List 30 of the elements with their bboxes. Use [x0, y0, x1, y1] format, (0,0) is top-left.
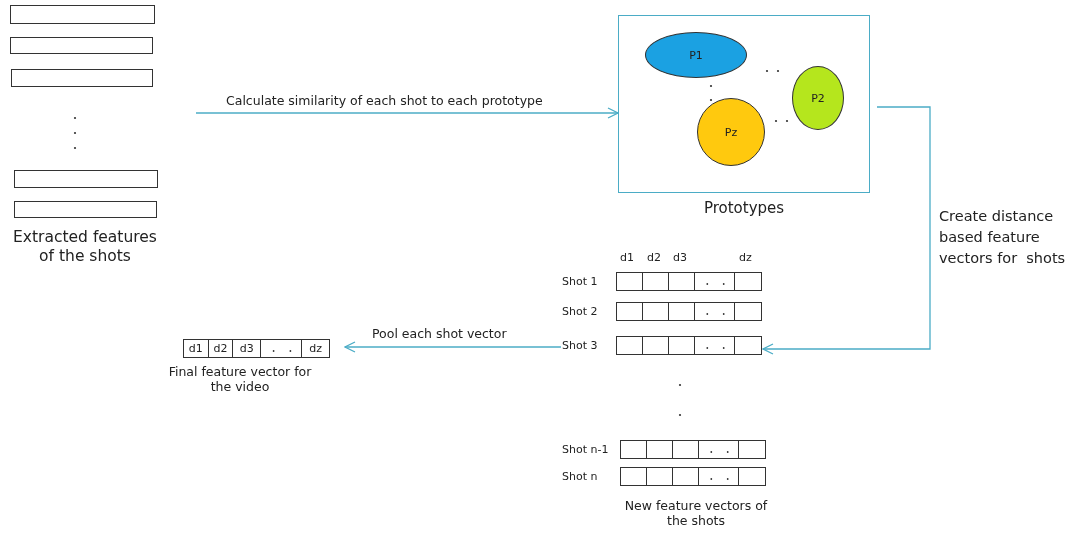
column-header: dz: [739, 251, 752, 264]
feature-box: [10, 5, 155, 24]
prototype-ellipse: Pz: [697, 98, 765, 166]
edge-label: Calculate similarity of each shot to each prototype: [224, 93, 545, 108]
vector-cell: d3: [233, 340, 261, 357]
column-header: d3: [673, 251, 687, 264]
row-label: Shot 2: [562, 305, 598, 318]
feature-box: [14, 170, 158, 188]
row-label: Shot n-1: [562, 443, 609, 456]
feature-box: [14, 201, 157, 218]
vector-cell: d2: [208, 340, 234, 357]
prototype-ellipse: P1: [645, 32, 747, 78]
arrow: [762, 106, 931, 355]
column-header: d1: [620, 251, 634, 264]
arrow: [195, 107, 619, 119]
row-label: Shot 1: [562, 275, 598, 288]
arrow: [344, 341, 562, 353]
feature-box: [10, 37, 153, 54]
vector-cell-text: dz: [308, 341, 324, 357]
vector-caption: Final feature vector for the video: [167, 364, 313, 394]
group-caption: Extracted features of the shots: [12, 228, 158, 266]
feature-box: [11, 69, 153, 87]
prototype-ellipse: P2: [792, 66, 844, 130]
group-caption: New feature vectors of the shots: [623, 498, 769, 528]
column-header: d2: [647, 251, 661, 264]
vector-cell: d1: [184, 340, 209, 357]
row-label: Shot 3: [562, 339, 598, 352]
edge-label: Pool each shot vector: [370, 326, 509, 341]
row-label: Shot n: [562, 470, 598, 483]
panel-caption: Prototypes: [702, 199, 786, 217]
